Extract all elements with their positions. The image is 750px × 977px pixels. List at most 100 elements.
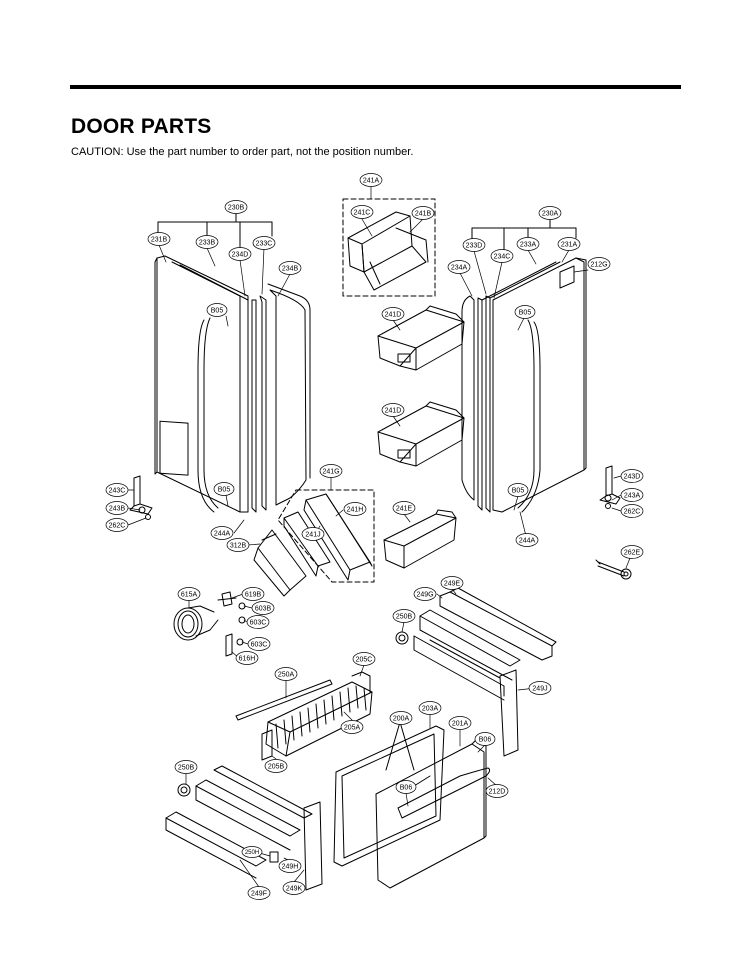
freezer-gasket-203a bbox=[333, 725, 445, 867]
svg-text:234D: 234D bbox=[232, 252, 249, 259]
svg-text:241D: 241D bbox=[385, 408, 402, 415]
svg-text:203A: 203A bbox=[422, 706, 439, 713]
callout-212d: 212D bbox=[485, 784, 509, 798]
svg-text:603C: 603C bbox=[250, 620, 267, 627]
svg-text:250B: 250B bbox=[178, 765, 195, 772]
svg-text:212D: 212D bbox=[489, 789, 506, 796]
bin-241g-dashed-group bbox=[277, 489, 375, 583]
svg-text:B06: B06 bbox=[479, 737, 492, 744]
callout-249j: 249J bbox=[528, 681, 552, 695]
callout-243d: 243D bbox=[620, 469, 644, 483]
header-rule bbox=[70, 85, 681, 89]
svg-text:243A: 243A bbox=[624, 493, 641, 500]
svg-text:262C: 262C bbox=[109, 523, 126, 530]
callout-244a-left: 244A bbox=[210, 526, 234, 540]
callout-b05-1: B05 bbox=[206, 303, 228, 317]
hinge-wrench-262e bbox=[595, 559, 632, 580]
callout-262e: 262E bbox=[620, 545, 644, 559]
svg-text:603B: 603B bbox=[255, 606, 272, 613]
hinge-left bbox=[129, 475, 153, 520]
svg-text:231B: 231B bbox=[151, 237, 168, 244]
callout-b05-2: B05 bbox=[514, 305, 536, 319]
svg-text:B05: B05 bbox=[218, 487, 231, 494]
callout-233a: 233A bbox=[516, 237, 540, 251]
callout-312b: 312B bbox=[226, 538, 250, 552]
callout-262c-left: 262C bbox=[105, 518, 129, 532]
callout-243a: 243A bbox=[620, 488, 644, 502]
callout-244a-right: 244A bbox=[515, 533, 539, 547]
callout-241h: 241H bbox=[343, 502, 367, 516]
svg-text:619B: 619B bbox=[245, 592, 262, 599]
gear-250b-left bbox=[177, 783, 191, 797]
callout-241g: 241G bbox=[319, 464, 343, 478]
group-bracket-230a bbox=[471, 219, 577, 251]
callout-labels: 241A 241C 241B 230B 231B 233B 234D 233C … bbox=[105, 173, 644, 900]
svg-text:205C: 205C bbox=[356, 657, 373, 664]
rail-250a bbox=[235, 679, 333, 721]
callout-241d-1: 241D bbox=[381, 307, 405, 321]
group-bracket-200a bbox=[385, 721, 431, 787]
svg-text:B05: B05 bbox=[519, 310, 532, 317]
callout-200a: 200A bbox=[389, 711, 413, 725]
dairy-bin-dashed-group bbox=[342, 198, 436, 297]
freezer-door-200a bbox=[375, 739, 491, 889]
svg-text:250B: 250B bbox=[396, 614, 413, 621]
svg-text:205A: 205A bbox=[344, 725, 361, 732]
callout-249g: 249G bbox=[413, 587, 437, 601]
callout-203a: 203A bbox=[418, 701, 442, 715]
svg-text:241C: 241C bbox=[354, 210, 371, 217]
door-bin-241g bbox=[283, 493, 373, 581]
svg-text:616H: 616H bbox=[239, 656, 256, 663]
callout-615a: 615A bbox=[177, 587, 201, 601]
callout-241c: 241C bbox=[350, 205, 374, 219]
callout-b06-2: B06 bbox=[395, 780, 417, 794]
svg-text:312B: 312B bbox=[230, 543, 247, 550]
svg-text:234C: 234C bbox=[494, 254, 511, 261]
rail-assembly-left bbox=[165, 765, 323, 891]
svg-text:205B: 205B bbox=[268, 764, 285, 771]
svg-text:615A: 615A bbox=[181, 592, 198, 599]
callout-250a: 250A bbox=[274, 667, 298, 681]
freezer-basket-205a bbox=[261, 671, 373, 761]
callout-249e: 249E bbox=[440, 576, 464, 590]
callout-205a: 205A bbox=[340, 720, 364, 734]
svg-text:603C: 603C bbox=[251, 642, 268, 649]
svg-text:241D: 241D bbox=[385, 312, 402, 319]
callout-234d: 234D bbox=[228, 247, 252, 261]
callout-250h: 250H bbox=[241, 846, 263, 858]
callout-616h: 616H bbox=[235, 651, 259, 665]
right-door-assembly bbox=[461, 257, 587, 513]
svg-text:249H: 249H bbox=[282, 864, 299, 871]
door-bin-241d-lower bbox=[377, 401, 465, 467]
svg-text:230A: 230A bbox=[542, 211, 559, 218]
callout-243c: 243C bbox=[105, 483, 129, 497]
callout-b05-3: B05 bbox=[213, 482, 235, 496]
svg-text:233D: 233D bbox=[466, 243, 483, 250]
door-bin-241d-upper bbox=[377, 305, 465, 371]
svg-text:249F: 249F bbox=[251, 891, 267, 898]
svg-text:262C: 262C bbox=[624, 509, 641, 516]
callout-250b-left: 250B bbox=[174, 760, 198, 774]
svg-text:244A: 244A bbox=[519, 538, 536, 545]
page-title: DOOR PARTS bbox=[71, 115, 212, 138]
callout-b06-1: B06 bbox=[474, 732, 496, 746]
callout-603b: 603B bbox=[251, 601, 275, 615]
svg-text:233A: 233A bbox=[520, 242, 537, 249]
svg-text:249E: 249E bbox=[444, 581, 461, 588]
svg-text:241E: 241E bbox=[396, 506, 413, 513]
svg-text:201A: 201A bbox=[452, 721, 469, 728]
svg-text:249J: 249J bbox=[532, 686, 547, 693]
svg-text:241J: 241J bbox=[305, 532, 320, 539]
callout-233c: 233C bbox=[252, 236, 276, 250]
callout-241a: 241A bbox=[359, 173, 383, 187]
svg-text:243D: 243D bbox=[624, 474, 641, 481]
svg-text:B05: B05 bbox=[512, 488, 525, 495]
door-bin-241e bbox=[383, 509, 457, 569]
svg-text:241G: 241G bbox=[322, 469, 339, 476]
water-tube-615a bbox=[173, 605, 219, 641]
hinge-right bbox=[599, 465, 621, 509]
callout-262c-right: 262C bbox=[620, 504, 644, 518]
callout-243b: 243B bbox=[105, 501, 129, 515]
svg-text:262E: 262E bbox=[624, 550, 641, 557]
